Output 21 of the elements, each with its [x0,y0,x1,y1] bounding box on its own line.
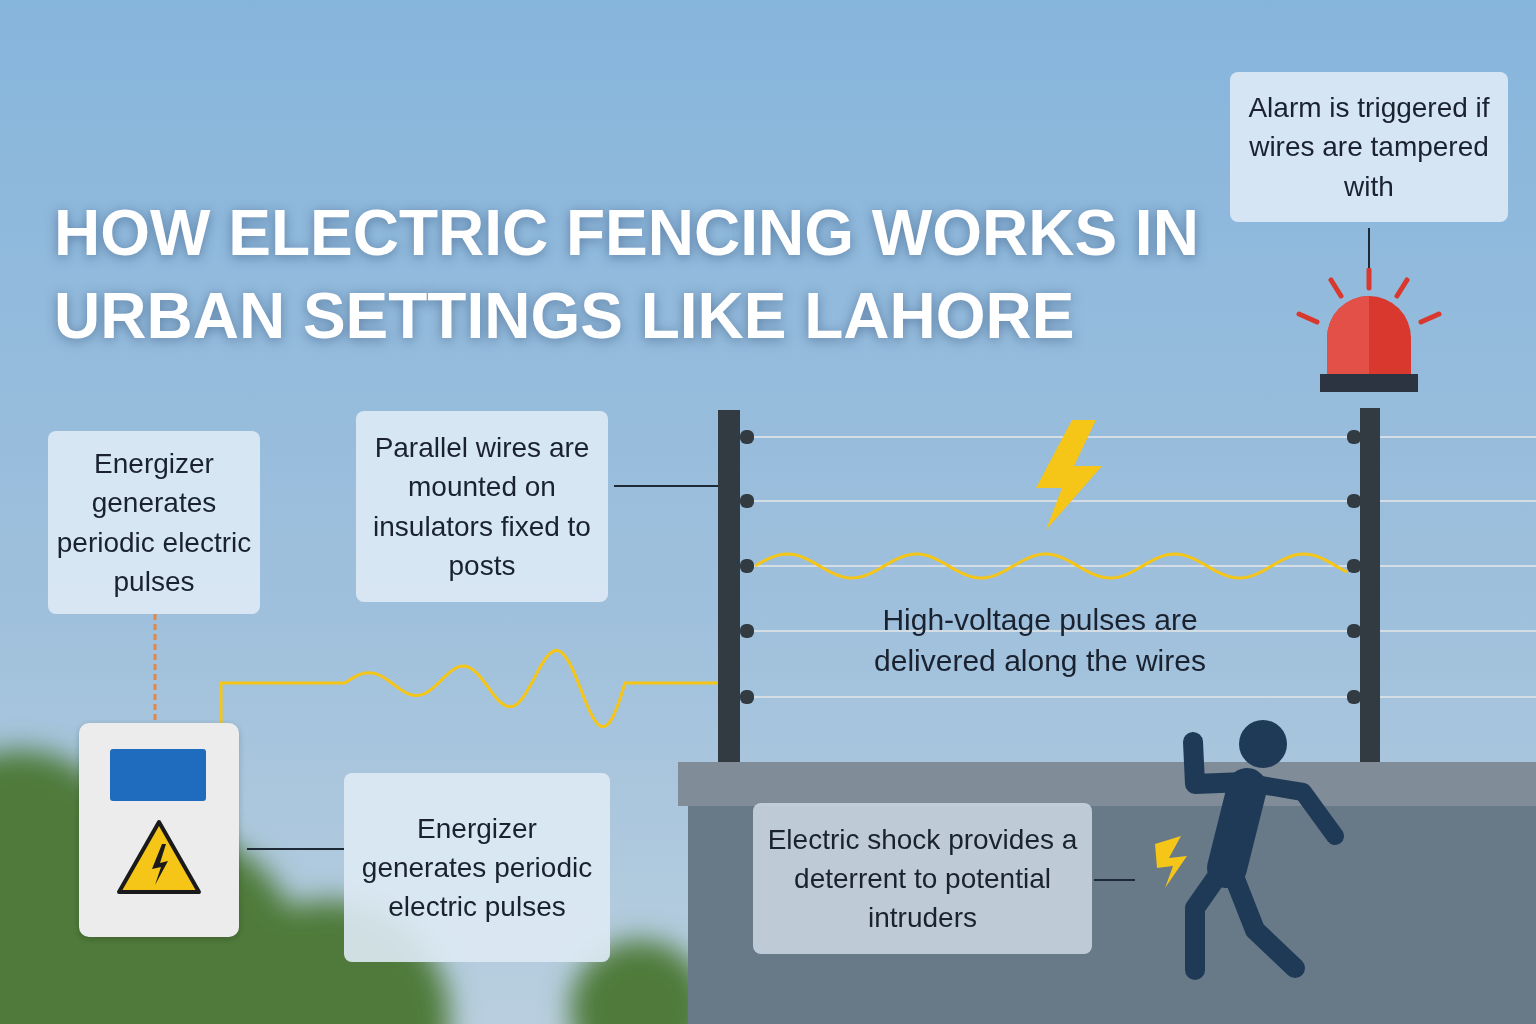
fence-caption: High-voltage pulses are delivered along the wires [873,602,1207,679]
callout-box [1230,72,1508,222]
leader-line [613,485,719,487]
callout-text: Energizer generates periodic electric pulses [360,811,594,925]
leader-line [153,614,157,723]
leader-line [1093,879,1136,881]
leader-line [246,848,345,850]
callout-box [344,773,610,962]
cable-wave [219,648,718,728]
callout-box [753,803,1092,954]
alarm-beacon-drawing [1295,268,1445,394]
callout-text: Parallel wires are mounted on insulators fixed to posts [372,431,592,583]
callout-box [48,431,260,614]
callout-box [356,411,608,602]
title: HOW ELECTRIC FENCING WORKS IN URBAN SETTINGS LIKE LAHORE [54,196,1200,355]
callout-text: Alarm is triggered if wires are tampered with [1247,91,1491,204]
callout-text: Energizer generates periodic electric pulses [56,447,252,599]
leader-line [1368,227,1370,269]
callout-text: Electric shock provides a deterrent to potential intruders [766,822,1079,936]
fence-post [718,410,740,762]
energizer-device-drawing [79,723,239,937]
